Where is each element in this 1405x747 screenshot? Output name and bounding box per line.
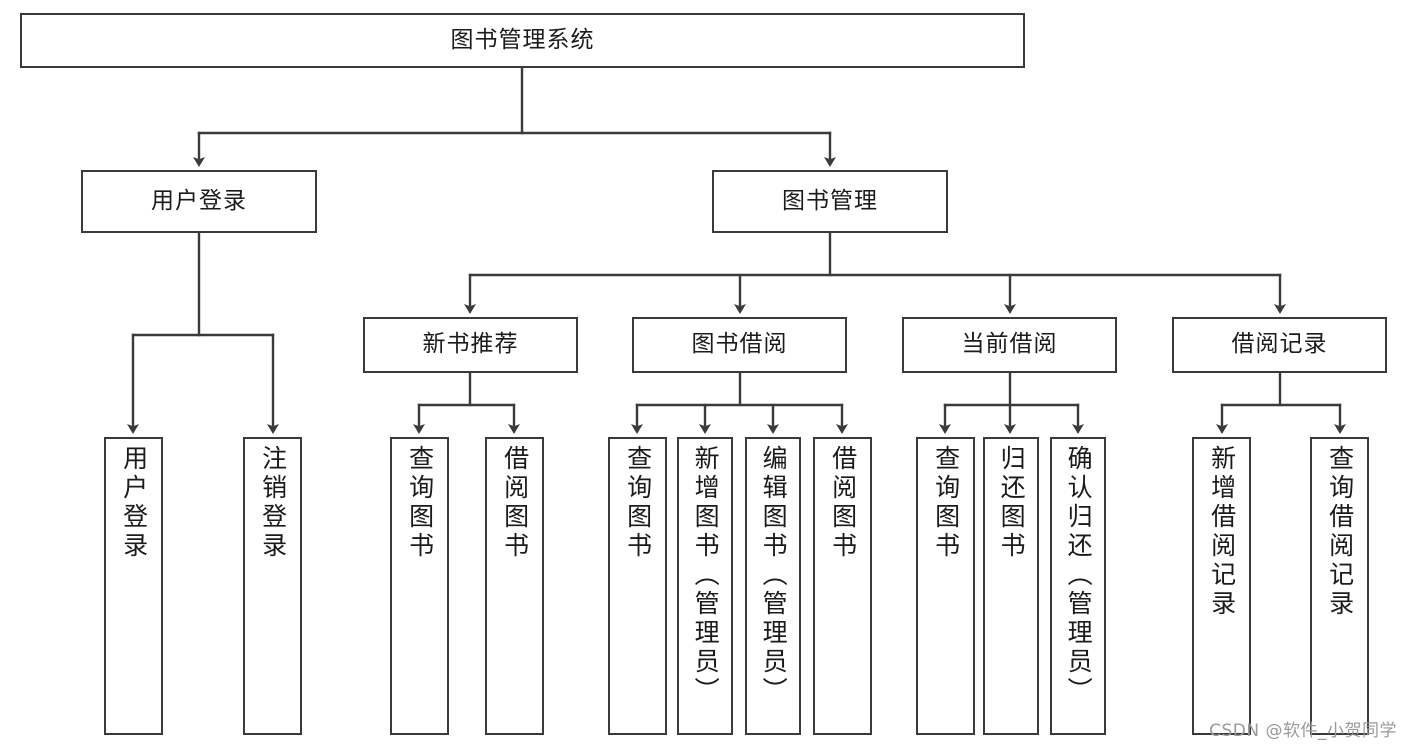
leaf-query-book-2[interactable]: 查询图书 [608, 437, 667, 735]
node-root[interactable]: 图书管理系统 [20, 13, 1025, 68]
leaf-add-book[interactable]: 新增图书（管理员） [677, 437, 733, 735]
leaf-edit-book[interactable]: 编辑图书（管理员） [745, 437, 801, 735]
leaf-borrow-book-2[interactable]: 借阅图书 [813, 437, 872, 735]
leaf-return-book[interactable]: 归还图书 [983, 437, 1039, 735]
leaf-user-login[interactable]: 用户登录 [104, 437, 163, 735]
leaf-borrow-book-1-label: 借阅图书 [500, 445, 530, 561]
leaf-query-borrow-record-label: 查询借阅记录 [1325, 445, 1355, 619]
leaf-edit-book-label: 编辑图书（管理员） [759, 445, 789, 706]
node-new-book-recommend-label: 新书推荐 [422, 331, 519, 358]
leaf-return-book-label: 归还图书 [997, 445, 1027, 561]
leaf-user-logout-label: 注销登录 [258, 445, 288, 561]
node-book-borrow-label: 图书借阅 [691, 331, 788, 358]
node-book-manage[interactable]: 图书管理 [712, 170, 948, 233]
leaf-query-book-2-label: 查询图书 [623, 445, 653, 561]
leaf-query-book-1-label: 查询图书 [405, 445, 435, 561]
node-book-borrow[interactable]: 图书借阅 [632, 317, 847, 373]
leaf-query-borrow-record[interactable]: 查询借阅记录 [1310, 437, 1369, 735]
leaf-borrow-book-2-label: 借阅图书 [828, 445, 858, 561]
leaf-add-borrow-record-label: 新增借阅记录 [1207, 445, 1237, 619]
node-root-label: 图书管理系统 [450, 26, 595, 53]
leaf-user-logout[interactable]: 注销登录 [243, 437, 302, 735]
leaf-query-book-3-label: 查询图书 [931, 445, 961, 561]
node-current-borrow-label: 当前借阅 [961, 331, 1058, 358]
leaf-add-borrow-record[interactable]: 新增借阅记录 [1192, 437, 1251, 735]
leaf-user-login-label: 用户登录 [119, 445, 149, 561]
node-book-manage-label: 图书管理 [782, 187, 878, 214]
leaf-confirm-return-label: 确认归还（管理员） [1064, 445, 1094, 706]
node-borrow-record[interactable]: 借阅记录 [1172, 317, 1387, 373]
node-new-book-recommend[interactable]: 新书推荐 [363, 317, 578, 373]
leaf-query-book-3[interactable]: 查询图书 [916, 437, 975, 735]
node-user-login[interactable]: 用户登录 [81, 170, 317, 233]
node-user-login-label: 用户登录 [151, 187, 247, 214]
node-current-borrow[interactable]: 当前借阅 [902, 317, 1117, 373]
leaf-confirm-return[interactable]: 确认归还（管理员） [1050, 437, 1106, 735]
node-borrow-record-label: 借阅记录 [1231, 331, 1328, 358]
watermark: CSDN @软件_小贺同学 [1209, 721, 1397, 741]
leaf-borrow-book-1[interactable]: 借阅图书 [485, 437, 544, 735]
leaf-query-book-1[interactable]: 查询图书 [390, 437, 449, 735]
leaf-add-book-label: 新增图书（管理员） [691, 445, 721, 706]
